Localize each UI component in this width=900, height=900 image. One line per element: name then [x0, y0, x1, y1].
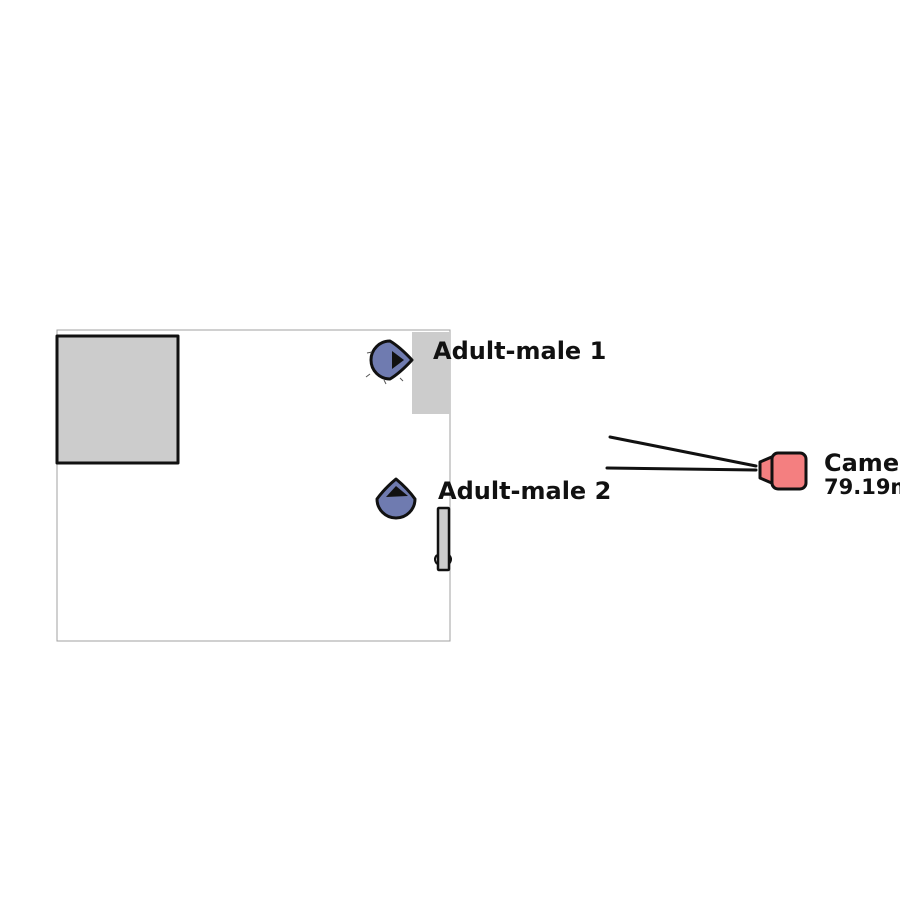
door-object	[434, 506, 452, 572]
direction-arrow-icon	[392, 351, 404, 369]
actor-label-2: Adult-male 2	[438, 477, 611, 505]
video-camera-icon[interactable]	[758, 451, 808, 491]
actor-marker-1[interactable]	[365, 339, 414, 385]
camera-view-lines	[605, 435, 758, 472]
person-marker-icon	[375, 477, 417, 520]
person-marker-icon	[369, 339, 414, 381]
actor-marker-2[interactable]	[375, 477, 417, 520]
camera-label: Camera	[824, 449, 900, 477]
wall-panel	[412, 332, 450, 414]
actor-label-1: Adult-male 1	[433, 337, 606, 365]
camera-distance: 79.19m	[824, 475, 900, 499]
furniture-block	[55, 334, 180, 465]
direction-arrow-icon	[386, 486, 408, 497]
